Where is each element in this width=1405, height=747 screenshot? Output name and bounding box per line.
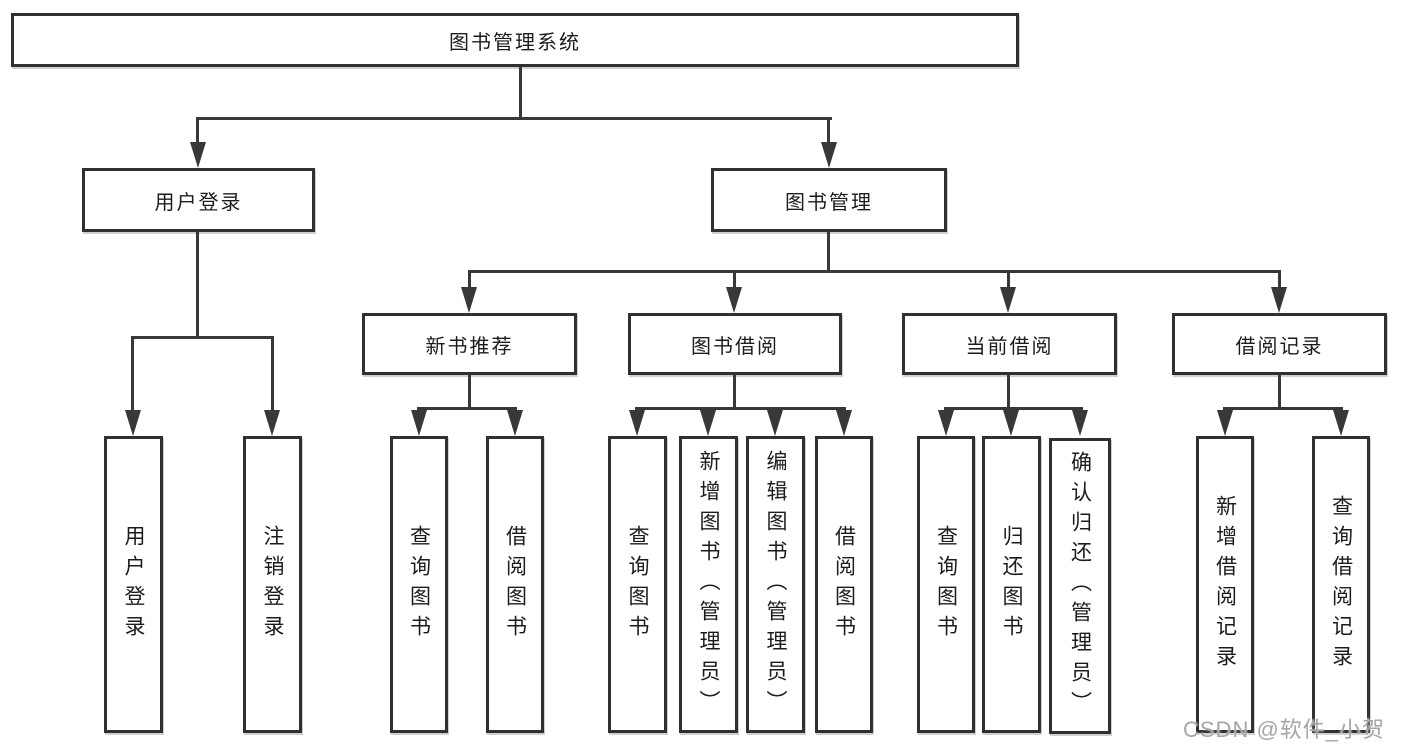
- node-label: 确认归还（管理员）: [1068, 451, 1092, 721]
- connector-line: [131, 336, 134, 414]
- connector-line: [196, 117, 199, 149]
- node-label: 借阅记录: [1235, 335, 1324, 358]
- leaf-edit-books-admin: 编辑图书（管理员）: [746, 436, 805, 733]
- node-label: 查询图书: [626, 524, 649, 645]
- connector-line: [1007, 270, 1010, 290]
- connector-line: [635, 407, 846, 410]
- connector-line: [468, 270, 1281, 273]
- arrow-down-icon: [1333, 410, 1349, 436]
- node-label: 借阅图书: [503, 524, 527, 645]
- connector-line: [196, 117, 832, 120]
- leaf-query-books-borrowing: 查询图书: [608, 436, 667, 733]
- leaf-add-books-admin: 新增图书（管理员）: [679, 436, 738, 733]
- node-label: 查询图书: [934, 524, 958, 645]
- node-label: 新增图书（管理员）: [697, 449, 720, 720]
- arrow-down-icon: [1000, 287, 1016, 313]
- node-label: 借阅图书: [832, 524, 856, 645]
- node-book-borrowing: 图书借阅: [628, 313, 842, 375]
- leaf-query-borrow-record: 查询借阅记录: [1312, 436, 1370, 733]
- connector-line: [271, 336, 274, 414]
- leaf-logout: 注销登录: [243, 436, 302, 733]
- arrow-down-icon: [938, 410, 954, 436]
- node-label: 注销登录: [261, 524, 284, 645]
- node-label: 编辑图书（管理员）: [764, 449, 787, 720]
- arrow-down-icon: [767, 410, 783, 436]
- arrow-down-icon: [507, 410, 523, 436]
- arrow-down-icon: [1072, 410, 1088, 436]
- connector-line: [519, 67, 522, 119]
- node-label: 新增借阅记录: [1213, 494, 1237, 675]
- node-label: 查询借阅记录: [1329, 494, 1353, 675]
- arrow-down-icon: [1003, 410, 1019, 436]
- node-label: 当前借阅: [965, 335, 1054, 358]
- node-label: 新书推荐: [425, 335, 514, 358]
- leaf-query-books-current: 查询图书: [917, 436, 975, 733]
- arrow-down-icon: [821, 142, 837, 168]
- connector-line: [733, 375, 736, 409]
- node-library-management-system: 图书管理系统: [11, 13, 1019, 67]
- arrow-down-icon: [125, 410, 141, 436]
- node-label: 图书管理系统: [449, 31, 581, 54]
- node-user-login: 用户登录: [82, 168, 315, 232]
- arrow-down-icon: [700, 410, 716, 436]
- connector-line: [131, 336, 274, 339]
- connector-line: [417, 407, 517, 410]
- leaf-user-login: 用户登录: [104, 436, 163, 733]
- connector-line: [827, 232, 830, 272]
- arrow-down-icon: [726, 287, 742, 313]
- connector-line: [944, 407, 1083, 410]
- node-borrowing-records: 借阅记录: [1172, 313, 1387, 375]
- connector-line: [196, 232, 199, 338]
- csdn-watermark: CSDN @软件_小贺同学: [1183, 717, 1386, 742]
- node-book-management: 图书管理: [711, 168, 947, 232]
- connector-line: [468, 375, 471, 409]
- connector-line: [733, 270, 736, 290]
- leaf-query-books-recommend: 查询图书: [390, 436, 448, 733]
- arrow-down-icon: [629, 410, 645, 436]
- arrow-down-icon: [190, 142, 206, 168]
- connector-line: [827, 117, 830, 149]
- node-new-book-recommend: 新书推荐: [362, 313, 577, 375]
- connector-line: [1007, 375, 1010, 409]
- node-label: 用户登录: [122, 524, 145, 645]
- leaf-add-borrow-record: 新增借阅记录: [1196, 436, 1254, 733]
- connector-line: [1223, 407, 1343, 410]
- connector-line: [1278, 270, 1281, 290]
- node-label: 归还图书: [1000, 524, 1023, 645]
- arrow-down-icon: [1271, 287, 1287, 313]
- arrow-down-icon: [1217, 410, 1233, 436]
- node-label: 图书管理: [785, 191, 873, 214]
- leaf-borrow-books: 借阅图书: [815, 436, 873, 733]
- arrow-down-icon: [836, 410, 852, 436]
- arrow-down-icon: [264, 410, 280, 436]
- leaf-return-books: 归还图书: [982, 436, 1041, 733]
- node-label: 查询图书: [407, 524, 431, 645]
- node-current-borrowing: 当前借阅: [902, 313, 1117, 375]
- arrow-down-icon: [461, 287, 477, 313]
- node-label: 用户登录: [154, 191, 243, 214]
- node-label: 图书借阅: [691, 335, 779, 358]
- connector-line: [1278, 375, 1281, 409]
- leaf-confirm-return-admin: 确认归还（管理员）: [1049, 438, 1111, 734]
- arrow-down-icon: [411, 410, 427, 436]
- connector-line: [468, 270, 471, 290]
- leaf-borrow-books-recommend: 借阅图书: [486, 436, 544, 733]
